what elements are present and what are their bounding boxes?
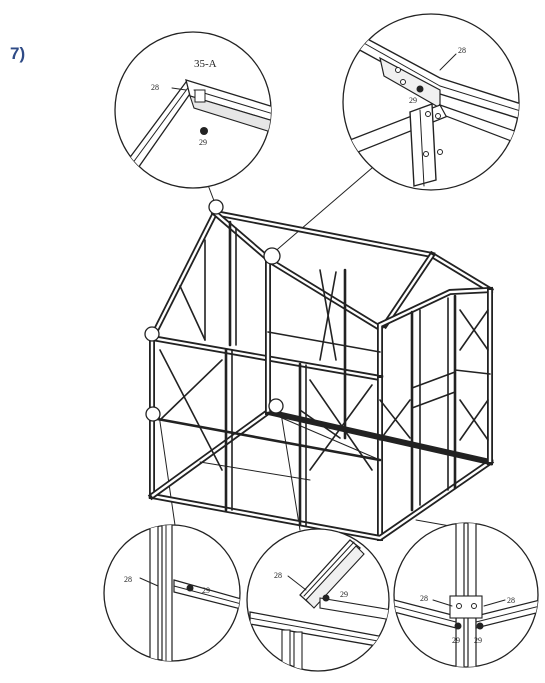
nut-label: 29 [199, 138, 207, 147]
callout-bottom-center: 28 29 [246, 528, 390, 672]
callout-bottom-left: 28 29 [103, 524, 241, 662]
screw-label: 28 [458, 46, 466, 55]
nut-label-right: 29 [474, 636, 482, 645]
nut-label: 29 [202, 586, 210, 595]
greenhouse-frame [144, 199, 495, 542]
screw-label: 28 [274, 571, 282, 580]
step-number: 7) [10, 44, 26, 63]
callout-bottom-right: 28 28 29 29 [393, 522, 539, 668]
part-label-35a: 35-A [194, 58, 217, 70]
nut-label: 29 [409, 96, 417, 105]
screw-label: 28 [151, 83, 159, 92]
callout-top-left: 35-A 28 29 [114, 31, 272, 189]
screw-label-left: 28 [420, 594, 428, 603]
screw-label-right: 28 [507, 596, 515, 605]
nut-label-left: 29 [452, 636, 460, 645]
screw-label: 28 [124, 575, 132, 584]
callout-top-right: 28 29 [342, 13, 520, 191]
nut-label: 29 [340, 590, 348, 599]
leader-lines [158, 167, 451, 533]
